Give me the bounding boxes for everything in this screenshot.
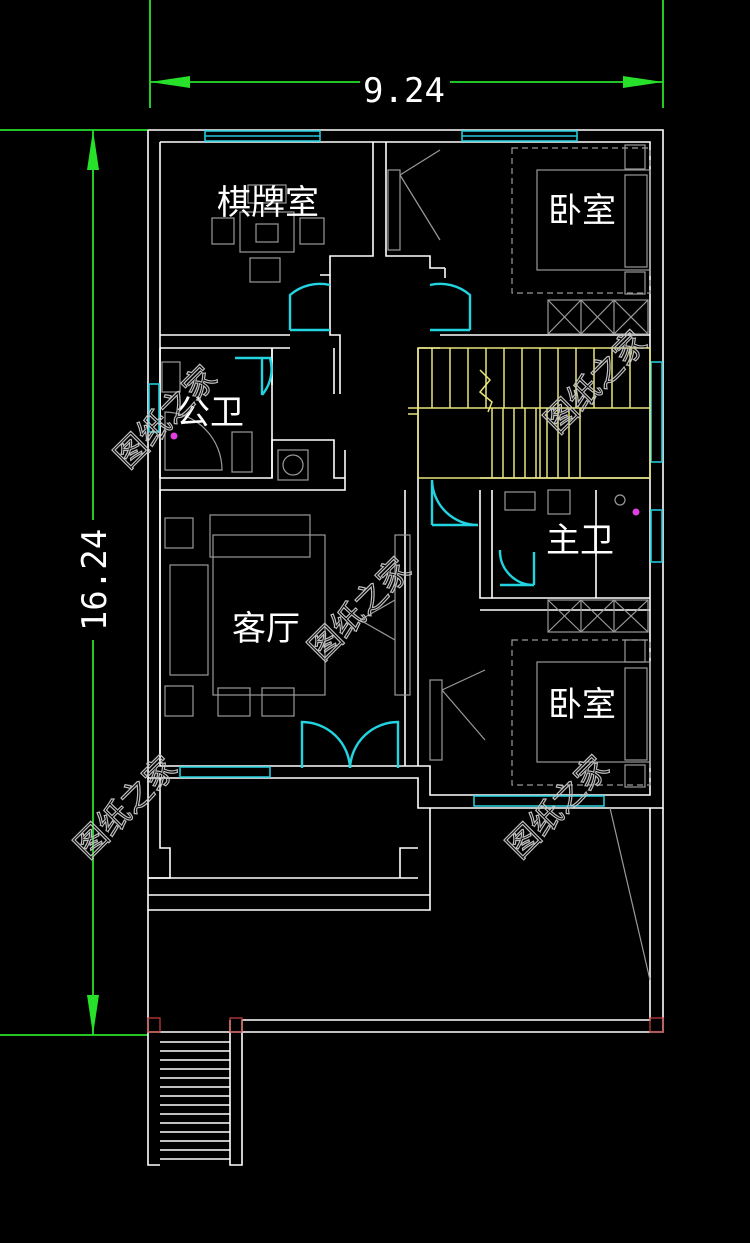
- doors: [235, 282, 536, 769]
- master-bath-label: 主卫: [546, 521, 614, 561]
- furniture: [161, 144, 651, 788]
- bedroom-bottom-label: 卧室: [548, 685, 616, 725]
- chess-room-label: 棋牌室: [217, 183, 319, 223]
- living-room-label: 客厅: [232, 609, 300, 649]
- balcony-and-entry: [147, 778, 664, 1166]
- width-dimension-label: 9.24: [363, 71, 445, 111]
- staircase: [408, 347, 651, 479]
- depth-dimension-label: 16.24: [75, 529, 115, 631]
- bedroom-top-label: 卧室: [548, 191, 616, 231]
- windows: [148, 130, 663, 807]
- public-bath-label: 公卫: [176, 393, 244, 433]
